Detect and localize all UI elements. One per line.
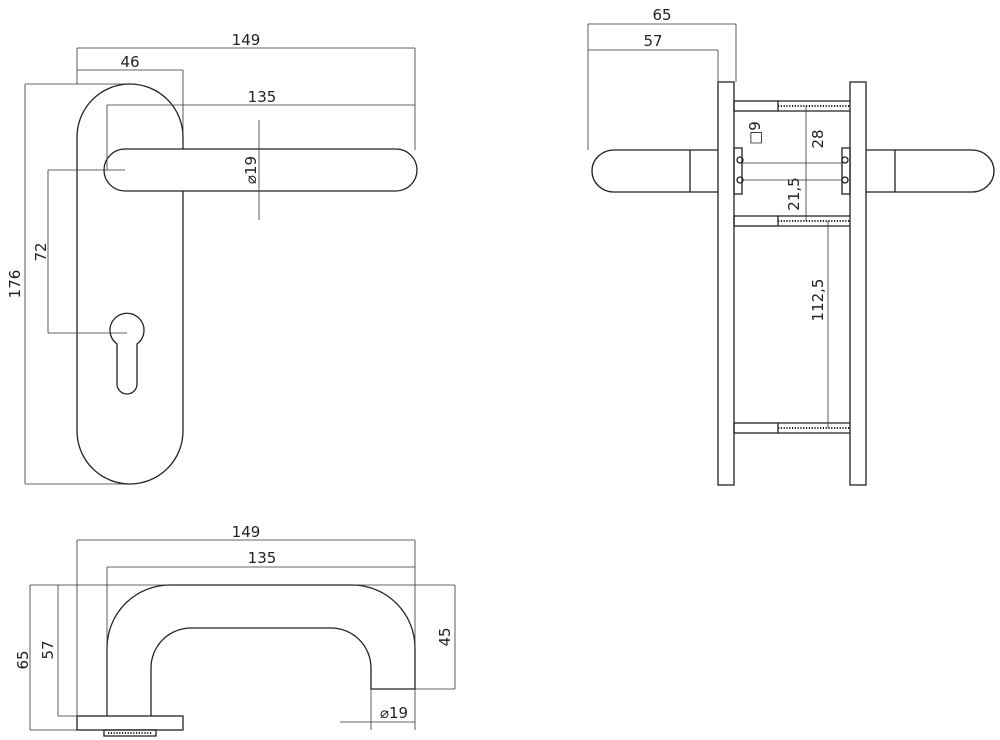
top-lever-outline bbox=[106, 584, 416, 716]
dim-side-112-5: 112,5 bbox=[809, 279, 827, 322]
top-view: 149 135 65 57 45 ⌀19 bbox=[14, 523, 456, 737]
side-left-plate bbox=[717, 81, 735, 486]
dim-side-sq9: □9 bbox=[746, 121, 764, 145]
backplate-outline bbox=[76, 83, 184, 485]
dim-side-65: 65 bbox=[652, 6, 671, 24]
dim-side-21-5: 21,5 bbox=[785, 177, 803, 210]
lever-outline bbox=[103, 148, 418, 192]
dim-front-72: 72 bbox=[32, 242, 50, 261]
dim-front-149: 149 bbox=[232, 31, 261, 49]
side-right-plate bbox=[849, 81, 867, 486]
dim-top-57: 57 bbox=[39, 640, 57, 659]
dim-top-135: 135 bbox=[248, 549, 277, 567]
front-view: 149 46 135 ⌀19 72 176 bbox=[6, 31, 418, 485]
dim-top-dia19: ⌀19 bbox=[380, 704, 408, 722]
dim-side-28: 28 bbox=[809, 129, 827, 148]
dim-front-dia19: ⌀19 bbox=[242, 156, 260, 184]
side-view: 65 57 □9 28 21,5 112,5 bbox=[587, 6, 995, 486]
dim-top-149: 149 bbox=[232, 523, 261, 541]
dim-front-46: 46 bbox=[120, 53, 139, 71]
dim-top-65: 65 bbox=[14, 650, 32, 669]
dim-front-176: 176 bbox=[6, 270, 24, 299]
dim-top-45: 45 bbox=[436, 627, 454, 646]
keyhole-cutout bbox=[109, 312, 145, 395]
side-right-lever bbox=[866, 149, 995, 193]
dim-side-57: 57 bbox=[643, 32, 662, 50]
dim-front-135: 135 bbox=[248, 88, 277, 106]
side-left-lever bbox=[591, 149, 718, 193]
top-rose bbox=[76, 715, 184, 731]
